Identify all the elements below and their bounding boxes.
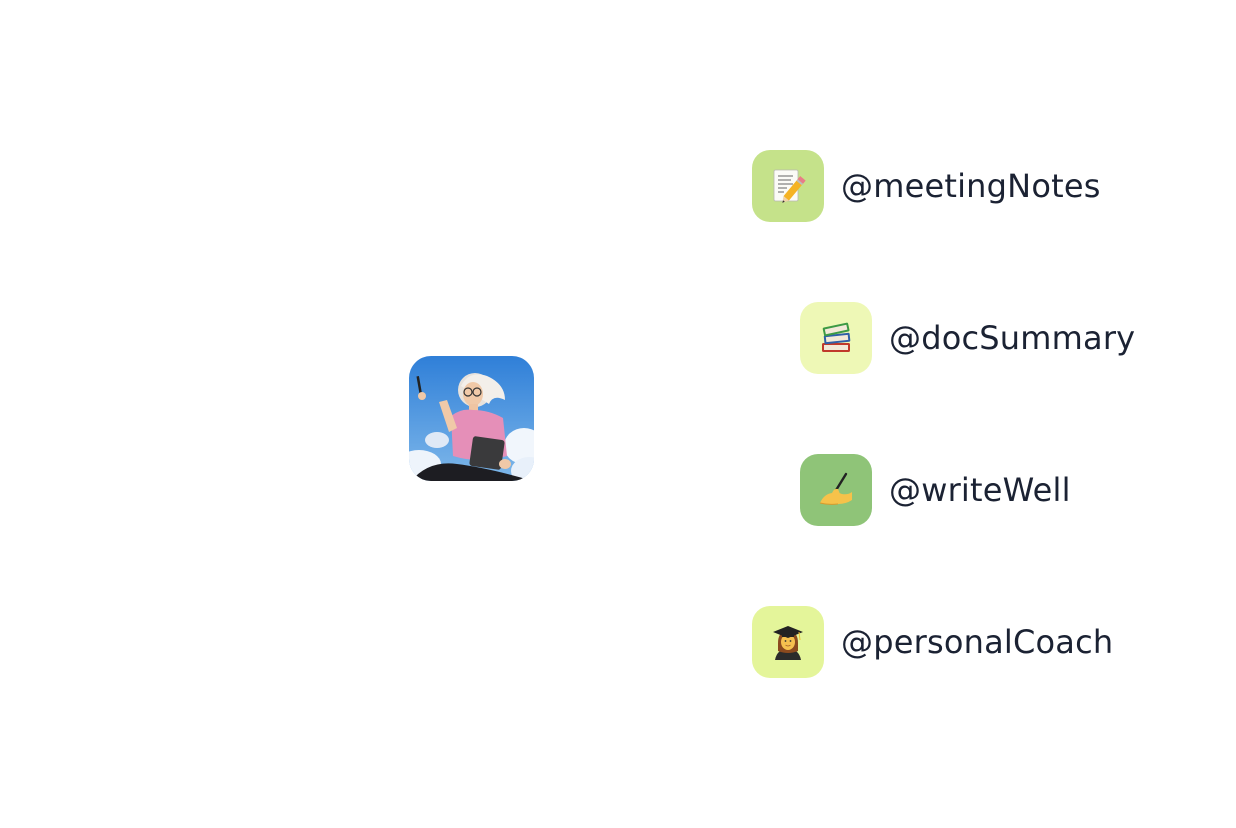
- agent-personal-coach[interactable]: @personalCoach: [752, 606, 1113, 678]
- agent-label: @personalCoach: [841, 623, 1114, 661]
- user-avatar[interactable]: [409, 356, 534, 481]
- agent-label: @meetingNotes: [841, 167, 1101, 205]
- agent-label: @docSummary: [889, 319, 1136, 357]
- avatar-illustration: [409, 356, 534, 481]
- teacher-icon: [752, 606, 824, 678]
- books-icon: [800, 302, 872, 374]
- memo-icon: [752, 150, 824, 222]
- agent-label: @writeWell: [889, 471, 1071, 509]
- agent-meeting-notes[interactable]: @meetingNotes: [752, 150, 1101, 222]
- agent-doc-summary[interactable]: @docSummary: [800, 302, 1135, 374]
- agent-write-well[interactable]: @writeWell: [800, 454, 1071, 526]
- writing-hand-icon: [800, 454, 872, 526]
